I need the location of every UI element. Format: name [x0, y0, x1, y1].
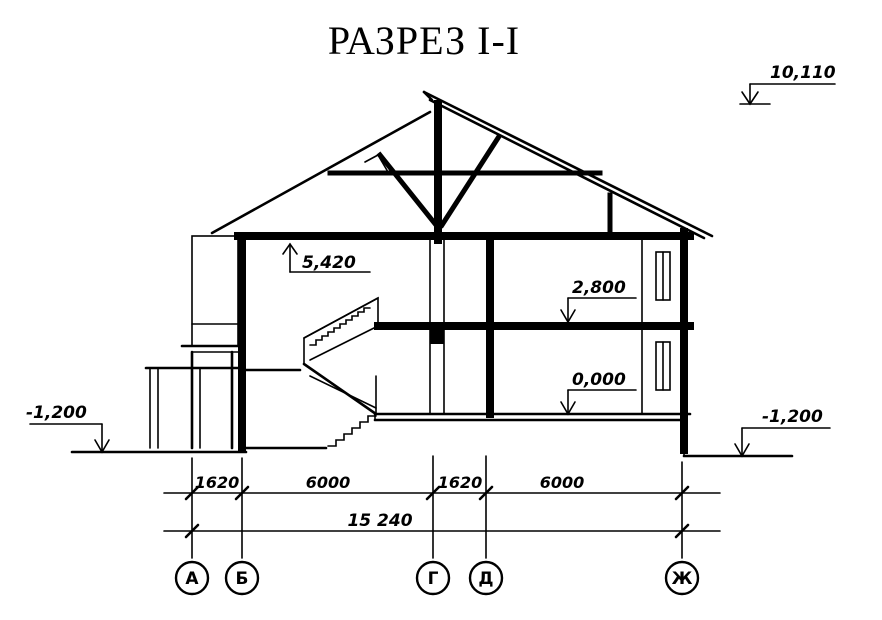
elevation-label-ground-right: -1,200 — [762, 407, 823, 427]
first-floor-slab — [243, 368, 692, 416]
axis-label-a: А — [185, 569, 199, 589]
axis-label-zh: Ж — [672, 569, 693, 589]
dimension-total: 15 240 — [347, 511, 412, 531]
walls — [238, 228, 688, 454]
axis-markers: А Б Г Д Ж — [174, 560, 700, 596]
ground — [70, 413, 794, 458]
elevation-mark-0000: 0,000 — [560, 370, 637, 416]
elevation-label-0000: 0,000 — [572, 370, 626, 390]
elevation-label-2800: 2,800 — [572, 278, 626, 298]
staircase — [302, 296, 379, 447]
axis-lines — [191, 455, 683, 559]
elevation-mark-5420: 5,420 — [282, 242, 371, 273]
axis-label-d: Д — [478, 569, 493, 589]
drawing-title: РАЗРЕЗ I-I — [328, 18, 520, 63]
axis-marker-zh: Ж — [664, 560, 700, 596]
dimension-seg4: 6000 — [540, 473, 585, 492]
ridge-elevation-label: 10,110 — [770, 63, 836, 83]
axis-label-b: Б — [236, 569, 249, 589]
elevation-label-ground-left: -1,200 — [26, 403, 87, 423]
axis-marker-b: Б — [224, 560, 260, 596]
axis-marker-a: А — [174, 560, 210, 596]
elevation-mark-2800: 2,800 — [560, 278, 637, 324]
elevation-mark-ground-right: -1,200 — [734, 407, 831, 458]
dimension-seg2: 6000 — [306, 473, 351, 492]
dimension-seg3: 1620 — [438, 473, 483, 492]
left-annex — [144, 235, 242, 450]
roof — [210, 90, 714, 244]
axis-marker-g: Г — [415, 560, 451, 596]
axis-marker-d: Д — [468, 560, 504, 596]
elevation-label-5420: 5,420 — [302, 253, 356, 273]
axis-label-g: Г — [428, 569, 439, 589]
ridge-elevation-mark: 10,110 — [739, 63, 836, 106]
dimension-seg1: 1620 — [195, 473, 240, 492]
elevation-mark-ground-left: -1,200 — [26, 403, 110, 454]
dimension-chain: 1620 6000 1620 6000 15 240 — [163, 473, 721, 539]
